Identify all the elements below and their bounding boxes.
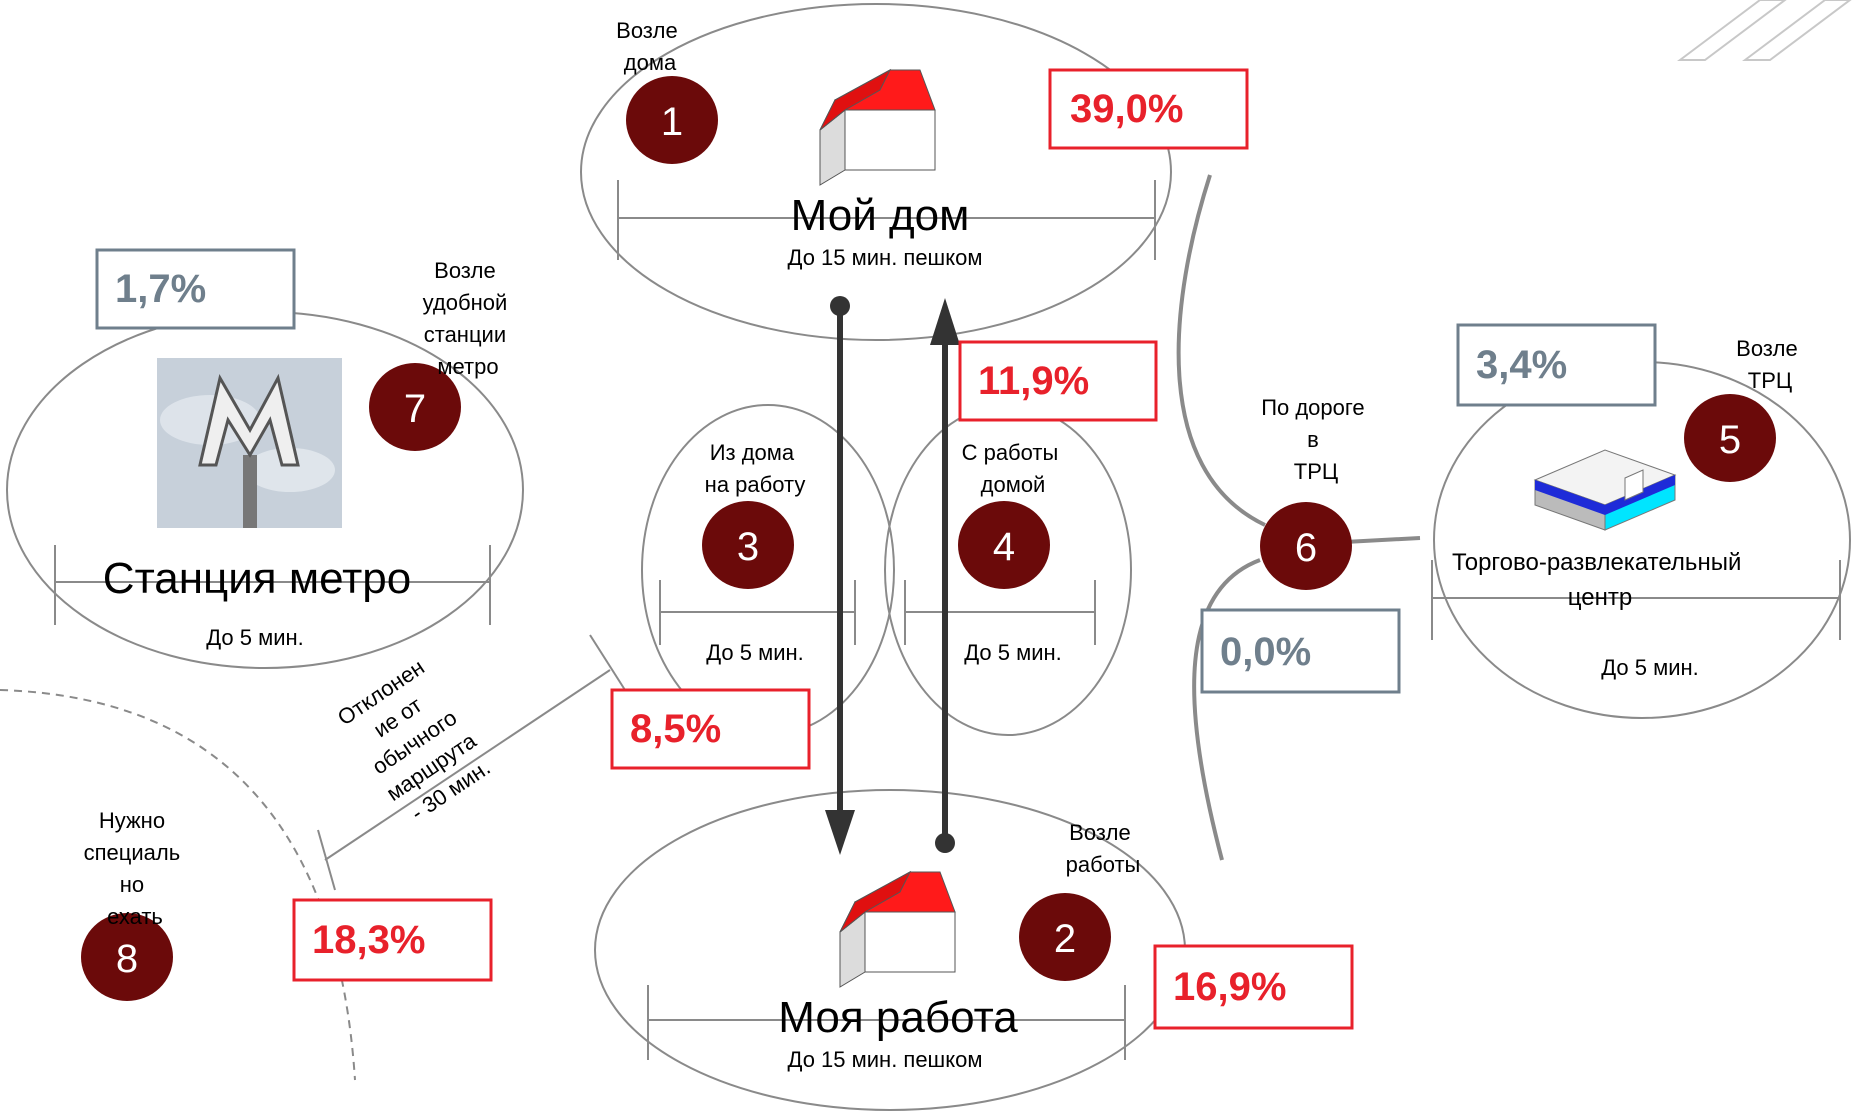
svg-text:0,0%: 0,0% bbox=[1220, 630, 1311, 674]
mall-connector-lower bbox=[1192, 558, 1261, 861]
mall-near-label: Возле ТРЦ bbox=[1736, 336, 1804, 393]
svg-text:18,3%: 18,3% bbox=[312, 918, 425, 962]
mall-time: До 5 мин. bbox=[1601, 655, 1699, 680]
work-time: До 15 мин. пешком bbox=[788, 1047, 983, 1072]
home-time: До 15 мин. пешком bbox=[788, 245, 983, 270]
badge-7: 7 bbox=[369, 363, 461, 451]
house-icon bbox=[839, 870, 956, 988]
svg-text:3,4%: 3,4% bbox=[1476, 343, 1567, 387]
mall-pct-box: 3,4% bbox=[1456, 323, 1657, 407]
work-near-label: Возле работы bbox=[1066, 820, 1141, 877]
metro-title: Станция метро bbox=[103, 554, 411, 603]
detour-label: Отклонен ие от обычного маршрута - 30 ми… bbox=[331, 650, 502, 831]
corner-decoration bbox=[1677, 0, 1852, 61]
mall-connector-side bbox=[1344, 536, 1421, 544]
home-to-work-time: До 5 мин. bbox=[706, 640, 804, 665]
svg-text:6: 6 bbox=[1295, 526, 1317, 570]
svg-text:2: 2 bbox=[1054, 917, 1076, 961]
svg-text:8: 8 bbox=[116, 937, 138, 981]
work-to-home-time: До 5 мин. bbox=[964, 640, 1062, 665]
svg-text:3: 3 bbox=[737, 525, 759, 569]
svg-text:4: 4 bbox=[993, 525, 1015, 569]
home-to-work-arrow bbox=[825, 296, 855, 855]
to-mall-label: По дороге в ТРЦ bbox=[1261, 395, 1371, 484]
work-to-home-pct-box: 11,9% bbox=[958, 340, 1158, 422]
metro-time: До 5 мин. bbox=[206, 625, 304, 650]
svg-text:39,0%: 39,0% bbox=[1070, 87, 1183, 131]
home-pct-box: 39,0% bbox=[1048, 68, 1249, 150]
svg-text:5: 5 bbox=[1719, 418, 1741, 462]
home-near-label: Возле дома bbox=[616, 18, 684, 75]
special-label: Нужно специаль но ехать bbox=[84, 808, 187, 929]
mall-title: Торгово-развлекательный центр bbox=[1452, 549, 1748, 611]
svg-text:7: 7 bbox=[404, 387, 426, 431]
svg-text:1: 1 bbox=[661, 100, 683, 144]
mall-connector-upper bbox=[1176, 174, 1266, 527]
work-to-home-arrow bbox=[930, 298, 960, 853]
dimension-lines bbox=[54, 180, 1841, 1060]
metro-pct-box: 1,7% bbox=[95, 248, 296, 330]
home-title: Мой дом bbox=[791, 191, 970, 240]
work-to-home-label: С работы домой bbox=[962, 440, 1065, 497]
metro-sign-image bbox=[157, 358, 342, 528]
to-mall-pct-box: 0,0% bbox=[1200, 608, 1401, 694]
badge-1: 1 bbox=[626, 76, 718, 164]
svg-text:8,5%: 8,5% bbox=[630, 707, 721, 751]
badge-2: 2 bbox=[1019, 893, 1111, 981]
house-icon bbox=[819, 68, 936, 186]
badge-3: 3 bbox=[702, 501, 794, 589]
special-trip-boundary bbox=[0, 689, 356, 1081]
svg-text:16,9%: 16,9% bbox=[1173, 965, 1286, 1009]
mall-icon bbox=[1533, 449, 1677, 531]
metro-near-label: Возле удобной станции метро bbox=[423, 258, 514, 379]
badge-8: 8 bbox=[81, 913, 173, 1001]
badge-5: 5 bbox=[1684, 394, 1776, 482]
svg-text:11,9%: 11,9% bbox=[978, 359, 1089, 403]
home-zone bbox=[580, 3, 1172, 341]
home-to-work-label: Из дома на работу bbox=[705, 440, 806, 497]
special-pct-box: 18,3% bbox=[292, 898, 493, 982]
svg-text:1,7%: 1,7% bbox=[115, 267, 206, 311]
home-to-work-pct-box: 8,5% bbox=[610, 688, 811, 770]
work-pct-box: 16,9% bbox=[1153, 944, 1354, 1030]
badge-4: 4 bbox=[958, 501, 1050, 589]
badge-6: 6 bbox=[1260, 502, 1352, 590]
work-title: Моя работа bbox=[778, 993, 1018, 1042]
